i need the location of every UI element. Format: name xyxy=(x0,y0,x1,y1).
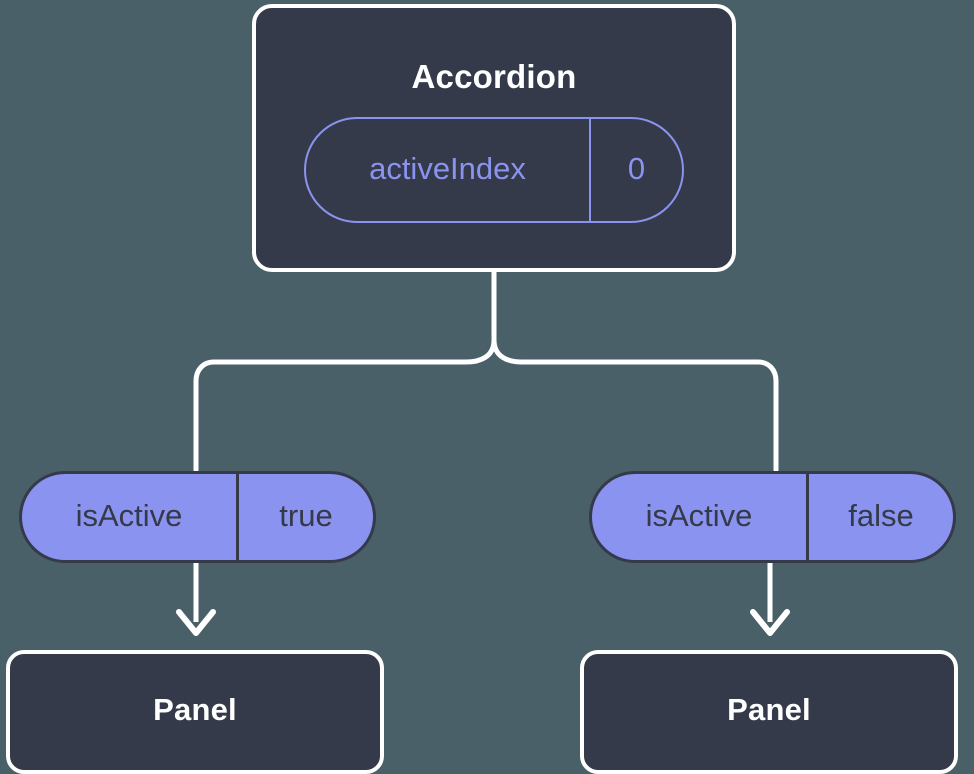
prop-pill-key: isActive xyxy=(592,474,809,560)
node-panel-left[interactable]: Panel xyxy=(6,650,384,774)
node-panel-right[interactable]: Panel xyxy=(580,650,958,774)
arrow-left-pill-to-panel xyxy=(176,563,216,636)
connector-tree-edge-right xyxy=(491,337,779,473)
prop-pill-key: isActive xyxy=(22,474,239,560)
node-accordion-title: Accordion xyxy=(411,58,577,95)
connector-tree-edge xyxy=(193,269,497,473)
prop-pill-value: false xyxy=(848,498,914,533)
prop-pill-is-active-false[interactable]: isActive false xyxy=(589,471,956,563)
node-panel-left-title: Panel xyxy=(153,691,237,727)
prop-pill-value: true xyxy=(279,498,333,533)
node-panel-right-title: Panel xyxy=(727,691,811,727)
state-pill-active-index[interactable]: activeIndex 0 xyxy=(304,117,684,223)
arrow-right-pill-to-panel xyxy=(750,563,790,636)
state-pill-value: 0 xyxy=(627,151,646,186)
prop-pill-is-active-true[interactable]: isActive true xyxy=(19,471,376,563)
state-pill-key: activeIndex xyxy=(306,119,591,221)
